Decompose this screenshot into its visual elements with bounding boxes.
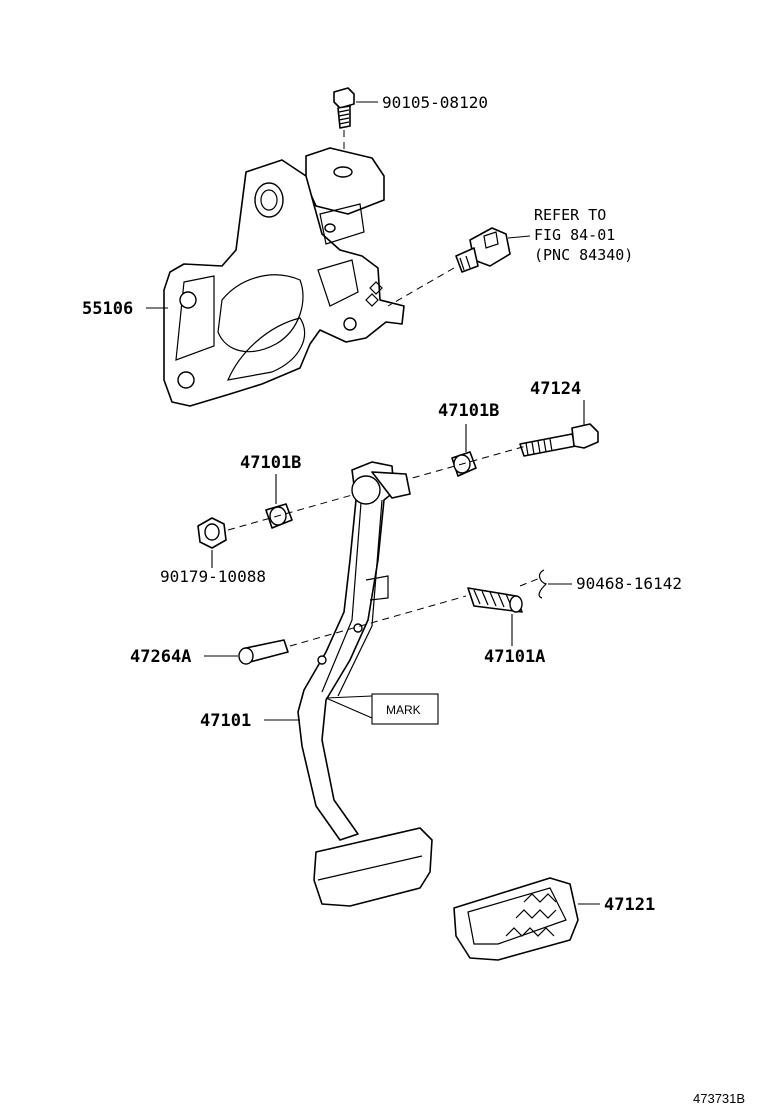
- spring-47101a: [467, 587, 523, 613]
- label-47101b-right: 47101B: [438, 401, 499, 421]
- pin-47264a: [238, 639, 289, 665]
- pedal-pad-assembled: [313, 827, 433, 907]
- stop-lamp-switch: [455, 227, 511, 273]
- nut-90179-10088: [197, 517, 227, 549]
- bolt-47124: [519, 423, 599, 457]
- label-47124: 47124: [530, 379, 581, 399]
- label-47101a: 47101A: [484, 647, 545, 667]
- label-90179-10088: 90179-10088: [160, 567, 266, 586]
- pedal-pad-47121: [453, 877, 579, 961]
- mark-label: MARK: [386, 703, 421, 717]
- refer-note-line1: REFER TO: [534, 206, 606, 224]
- label-47121: 47121: [604, 895, 655, 915]
- clip-90468-16142: [538, 569, 548, 599]
- label-47101b-left: 47101B: [240, 453, 301, 473]
- label-47101: 47101: [200, 711, 251, 731]
- bracket-55106: [163, 147, 405, 407]
- mark-callout: [325, 693, 439, 725]
- leader-refer: [507, 235, 531, 239]
- bolt-90105-08120: [333, 87, 355, 129]
- switch-axis-line: [387, 267, 455, 307]
- bushing-47101b-right: [451, 451, 477, 477]
- pedal-arm-47101: [297, 461, 411, 841]
- refer-note-line2: FIG 84-01: [534, 226, 615, 244]
- label-47264a: 47264A: [130, 647, 191, 667]
- label-90105-08120: 90105-08120: [382, 93, 488, 112]
- label-90468-16142: 90468-16142: [576, 574, 682, 593]
- pivot-axis-line: [227, 445, 527, 531]
- clip-axis-line: [519, 577, 541, 587]
- spring-axis-line: [289, 595, 467, 647]
- figure-id: 473731B: [693, 1091, 745, 1106]
- label-55106: 55106: [82, 299, 133, 319]
- refer-note-line3: (PNC 84340): [534, 246, 633, 264]
